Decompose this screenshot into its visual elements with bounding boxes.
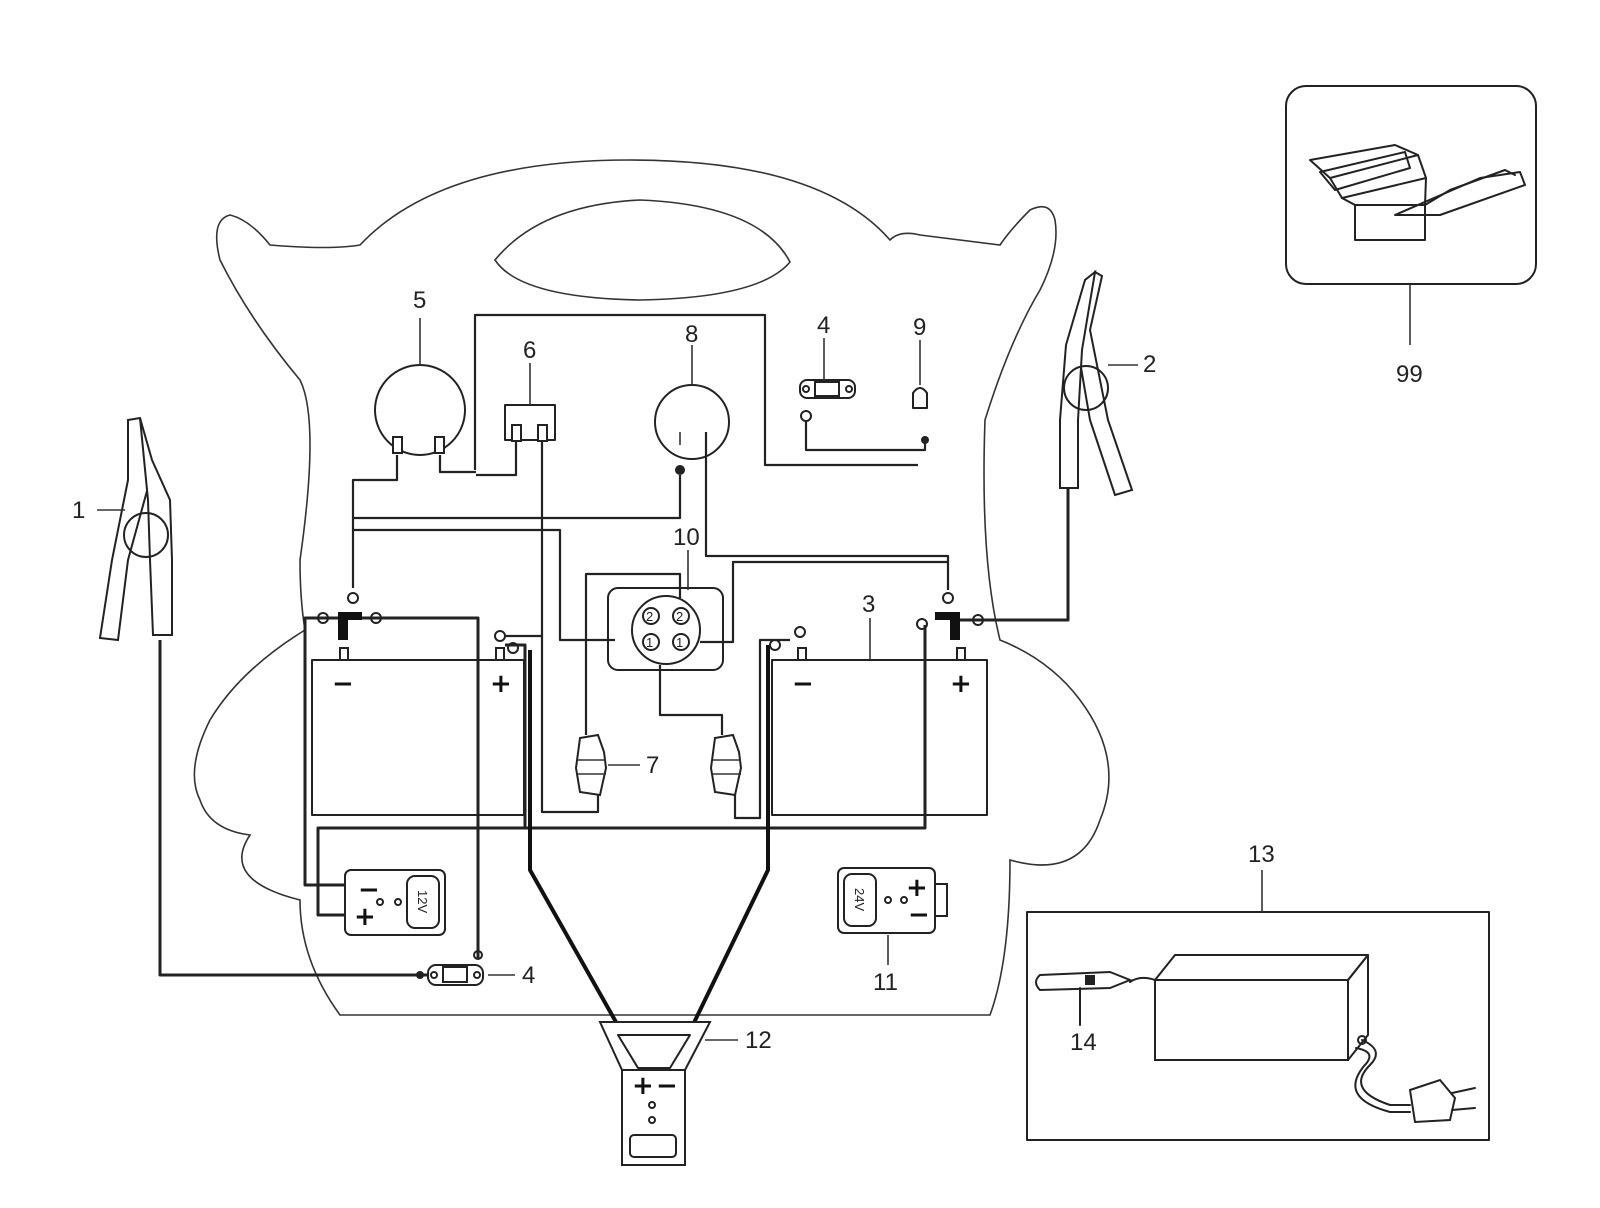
callout-10: 10 [673,524,700,551]
wire-gauge5-right [438,455,476,474]
clamp-2 [1059,269,1134,497]
callout-1: 1 [72,497,85,524]
socket-24v-label: 24V [852,888,867,911]
callout-8: 8 [685,321,698,348]
toolbox-99-inset [1285,85,1537,345]
terminal-right-plus [935,612,960,640]
internal-frame-wire [473,313,918,470]
callout-99: 99 [1396,361,1423,388]
battery-right-plus: + [950,669,972,699]
switch-6 [504,404,556,442]
lamp-wire [804,420,927,452]
callout-4-top: 4 [817,312,830,339]
socket-24v-plus: + [906,873,928,903]
terminal-left-minus [338,612,362,640]
battery-right-minus: − [792,669,814,699]
battery-left: − + [311,647,525,816]
callout-12: 12 [745,1027,772,1054]
callout-2: 2 [1143,351,1156,378]
wire-to-connector12-right [670,645,770,1069]
wire-socket-right [700,560,948,644]
gauge-8 [654,384,730,475]
callout-3: 3 [862,591,875,618]
battery-left-minus: − [332,669,354,699]
clamp-1 [98,416,173,642]
fuse-holder-4-bottom [416,950,484,986]
battery-right: − + [771,647,988,816]
pin-1a-label: 1 [646,635,653,650]
housing-outline [193,159,1110,1016]
callout-13: 13 [1248,841,1275,868]
socket-10: 2 2 1 1 [607,587,724,671]
socket-12v-label: 12V [415,890,430,913]
socket-12v: 12V − + [344,869,446,936]
connector-12-minus: − [656,1071,678,1101]
gauge-5 [374,364,466,456]
wire-socket-bottom [658,665,724,735]
inline-fuse-7-right [709,733,743,797]
wire-right-plus-to-clamp2 [960,460,1070,622]
callout-4-bottom: 4 [522,962,535,989]
leader-lines [97,318,1138,1041]
connector-12: + − [598,1021,712,1166]
fuse-holder-4-top [799,379,856,422]
wire-gauge5-left [351,455,399,588]
callout-7: 7 [646,752,659,779]
cigarette-plug-14 [1035,970,1133,1026]
wire-switch-right [505,442,544,638]
wire-fuse7-left-out [540,636,600,814]
wire-left-minus-to-fuse4 [362,616,480,958]
wire-gauge8-common [353,475,682,520]
wire-socket-top [353,528,615,642]
callout-14: 14 [1070,1029,1097,1056]
wire-right-minus-to-24v [318,625,927,830]
pin-1b-label: 1 [676,635,683,650]
wire-clamp1-to-fuse4 [158,640,430,977]
socket-12v-minus: − [358,875,380,905]
wire-socket-left [584,572,682,735]
wire-to-connector12-left [528,650,644,1069]
battery-left-plus: + [490,669,512,699]
connector-12-plus: + [632,1071,654,1101]
pin-2a-label: 2 [646,609,653,624]
wire-switch-left [476,442,518,477]
socket-12v-plus: + [354,902,376,932]
wire-gauge8-right [704,432,950,590]
callout-11: 11 [873,969,898,996]
socket-24v: 24V + − [837,867,948,934]
lamp-9 [912,387,929,444]
callout-6: 6 [523,337,536,364]
handle-opening [494,199,791,301]
callout-5: 5 [413,287,426,314]
inline-fuse-7-left [574,733,608,797]
socket-24v-minus: − [908,900,930,930]
ring-terminals [317,612,984,654]
charger-13-inset [1026,870,1490,1141]
pin-2b-label: 2 [676,609,683,624]
wire-fuse7-right-out [733,638,790,820]
wire-left-minus-to-12v [303,616,345,887]
callout-9: 9 [913,314,926,341]
